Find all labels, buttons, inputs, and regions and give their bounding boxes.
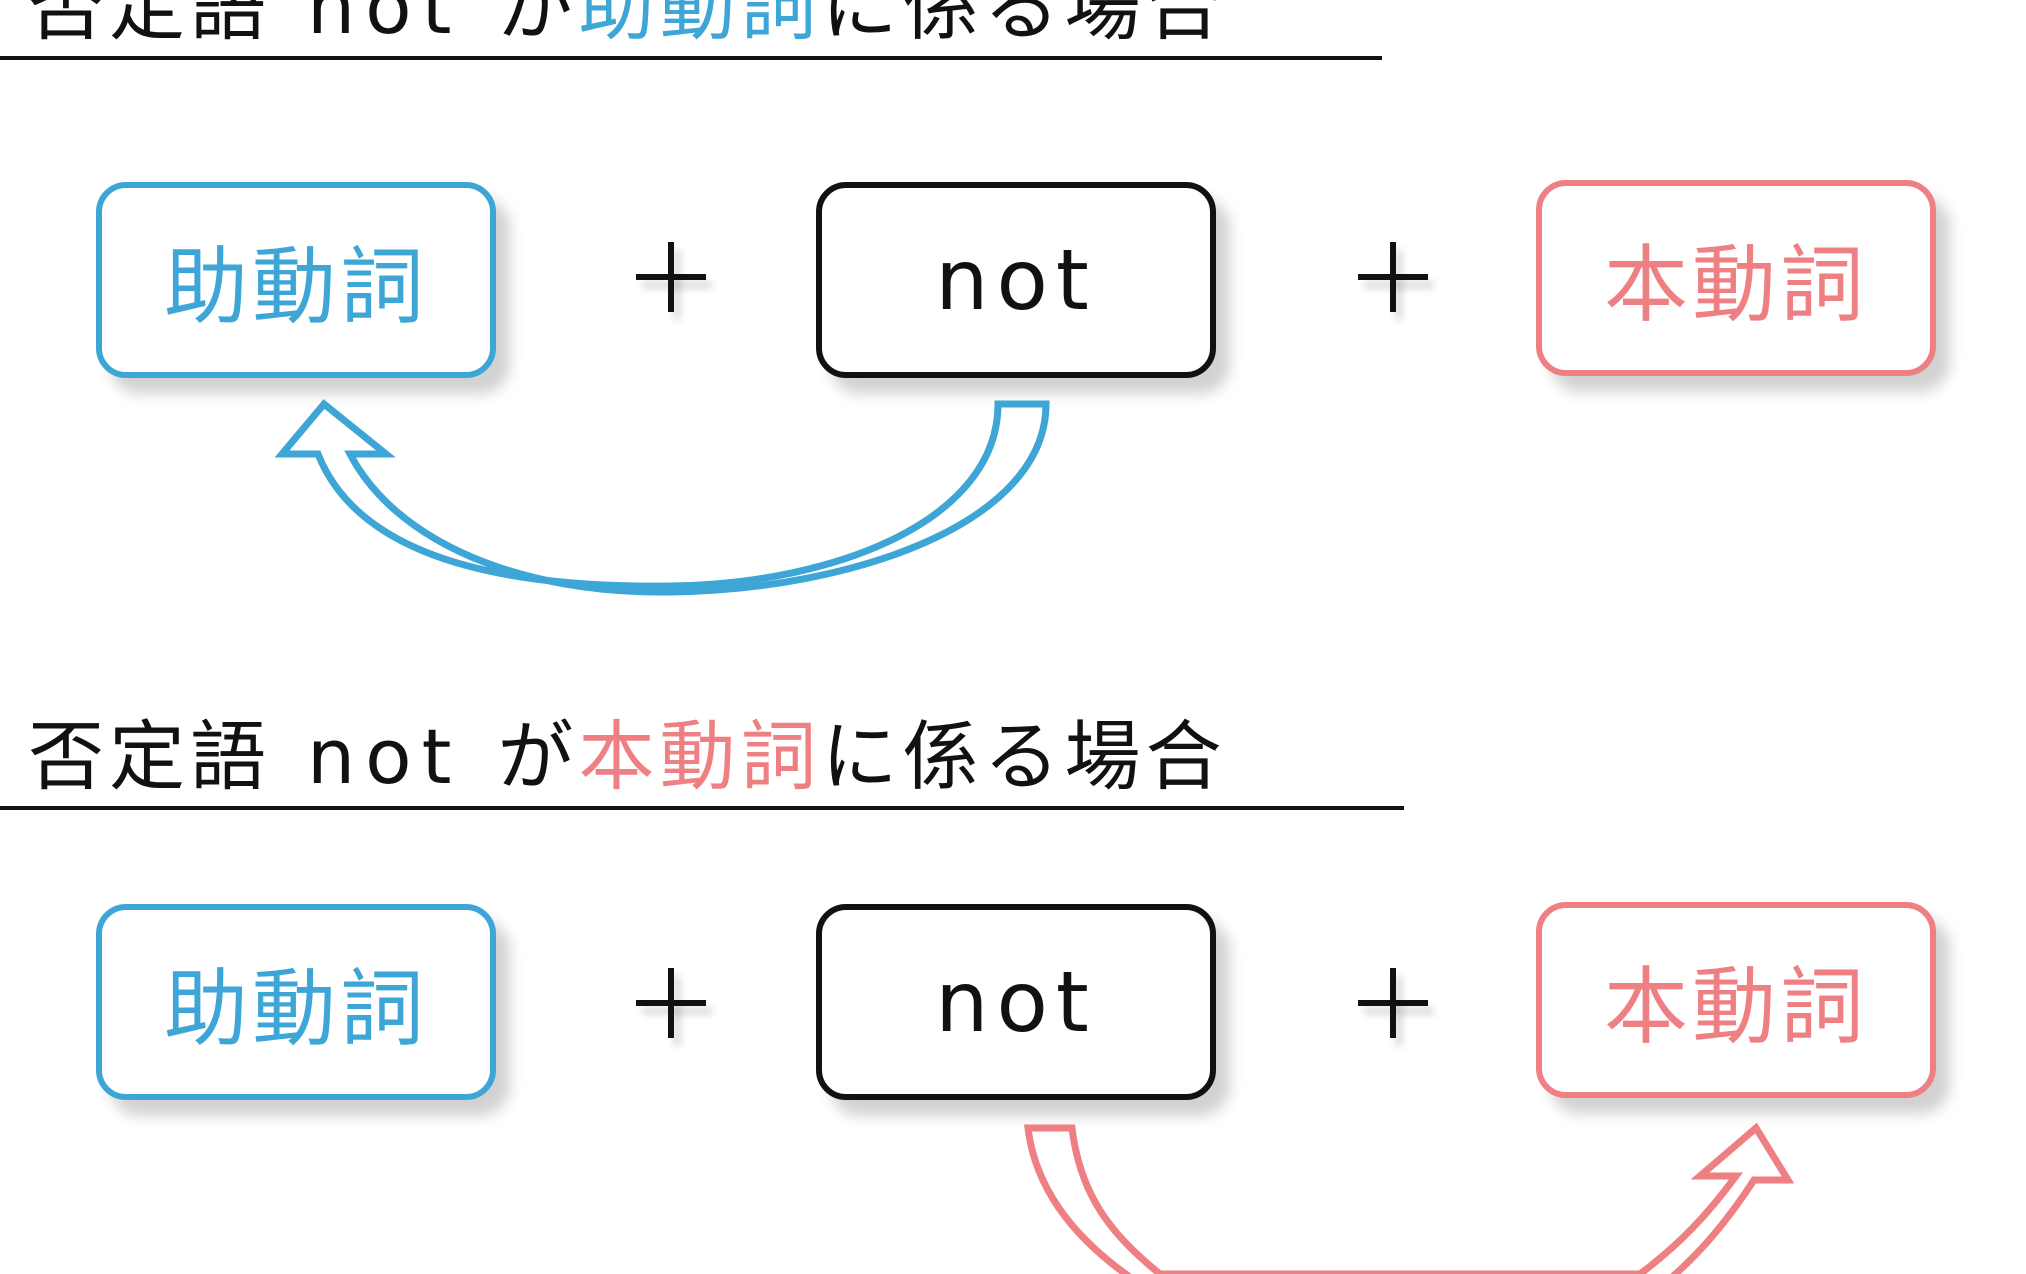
heading-underline (0, 56, 1382, 60)
plus-sign (1358, 242, 1428, 312)
main-verb-label: 本動詞 (1603, 957, 1868, 1056)
section-heading: 否定語 not が助動詞に係る場合 (28, 0, 1226, 50)
heading-highlight: 本動詞 (578, 712, 822, 801)
curved-arrow-to-auxiliary (274, 399, 1050, 596)
auxiliary-verb-label: 助動詞 (163, 959, 428, 1058)
heading-underline (0, 806, 1404, 810)
plus-sign (636, 242, 706, 312)
heading-particle: が (497, 0, 579, 51)
heading-suffix: に係る場合 (821, 712, 1227, 801)
main-verb-box: 本動詞 (1536, 180, 1936, 376)
section-heading: 否定語 not が本動詞に係る場合 (28, 714, 1226, 800)
auxiliary-verb-label: 助動詞 (163, 237, 428, 336)
auxiliary-verb-box: 助動詞 (96, 182, 496, 378)
not-label: not (935, 953, 1097, 1051)
heading-prefix: 否定語 (28, 0, 271, 51)
main-verb-label: 本動詞 (1603, 235, 1868, 334)
main-verb-box: 本動詞 (1536, 902, 1936, 1098)
heading-keyword: not (307, 0, 462, 51)
plus-sign (636, 968, 706, 1038)
heading-highlight: 助動詞 (578, 0, 822, 51)
plus-sign (1358, 968, 1428, 1038)
curved-arrow-to-main-verb (1024, 1122, 1795, 1274)
not-label: not (935, 231, 1097, 329)
auxiliary-verb-box: 助動詞 (96, 904, 496, 1100)
not-box: not (816, 182, 1216, 378)
not-box: not (816, 904, 1216, 1100)
heading-prefix: 否定語 (28, 712, 271, 801)
heading-particle: が (497, 712, 579, 801)
heading-suffix: に係る場合 (821, 0, 1227, 51)
heading-keyword: not (307, 712, 462, 801)
